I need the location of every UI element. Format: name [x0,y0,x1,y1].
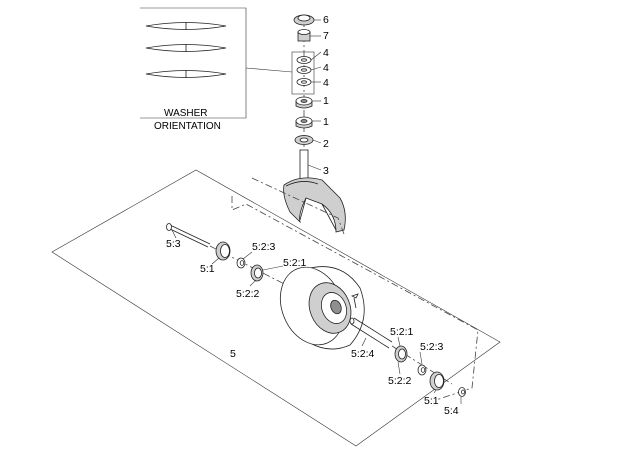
callout-5: 5 [230,348,236,360]
callout-1: 1 [323,116,329,128]
callout-labels: 6 7 4 4 4 1 1 2 3 5 5:3 5:1 5:2:3 5:2:1 … [166,14,459,417]
callout-3: 3 [323,165,329,177]
callout-5-2-4: 5:2:4 [351,348,375,360]
callout-5-2-3-right: 5:2:3 [420,341,444,353]
callout-4: 4 [323,47,329,59]
bearing-cup [294,135,314,145]
callout-5-2-3-left: 5:2:3 [252,241,276,253]
seal-right [417,364,427,376]
bearing-cone-lower [295,116,313,129]
callout-4: 4 [323,77,329,89]
callout-5-2-1-right: 5:2:1 [390,326,414,338]
bearing-cone-upper [295,96,313,109]
stem-nut [297,29,311,42]
callout-5-2-2-right: 5:2:2 [388,375,412,387]
spacer-right [429,371,445,391]
wheel-hardware-right [349,317,466,397]
wheel-tire [280,266,365,350]
bearing-right [394,345,408,363]
callout-5-1-left: 5:1 [200,263,215,275]
washer-caption-line1: WASHER [164,108,208,119]
callout-5-2-1-left: 5:2:1 [283,257,307,269]
seal-left [236,257,246,269]
callout-6: 6 [323,14,329,26]
washer-orientation-inset: WASHER ORIENTATION [140,7,315,132]
wheel-hardware-left [166,223,301,293]
callout-1: 1 [323,95,329,107]
callout-5-2-2-left: 5:2:2 [236,288,260,300]
washer [296,78,312,86]
callout-5-3: 5:3 [166,238,181,250]
axle-sleeve [349,317,393,349]
lock-nut [458,387,466,397]
callout-7: 7 [323,30,329,42]
axle-bolt [166,223,211,248]
spacer-left [215,241,231,261]
washer-caption-line2: ORIENTATION [154,121,221,132]
callout-2: 2 [323,138,329,150]
wheel-assembly-frame [51,169,501,447]
caster-fork [283,149,346,233]
bearing-left [250,264,264,282]
callout-5-4: 5:4 [444,405,459,417]
washer [296,66,312,74]
washer [296,56,312,64]
callout-4: 4 [323,62,329,74]
callout-5-1-right: 5:1 [424,395,439,407]
leader-lines [171,19,462,404]
washer-orientation-illustration [145,22,227,78]
stem-stack [293,14,315,175]
dust-cap [293,14,315,26]
